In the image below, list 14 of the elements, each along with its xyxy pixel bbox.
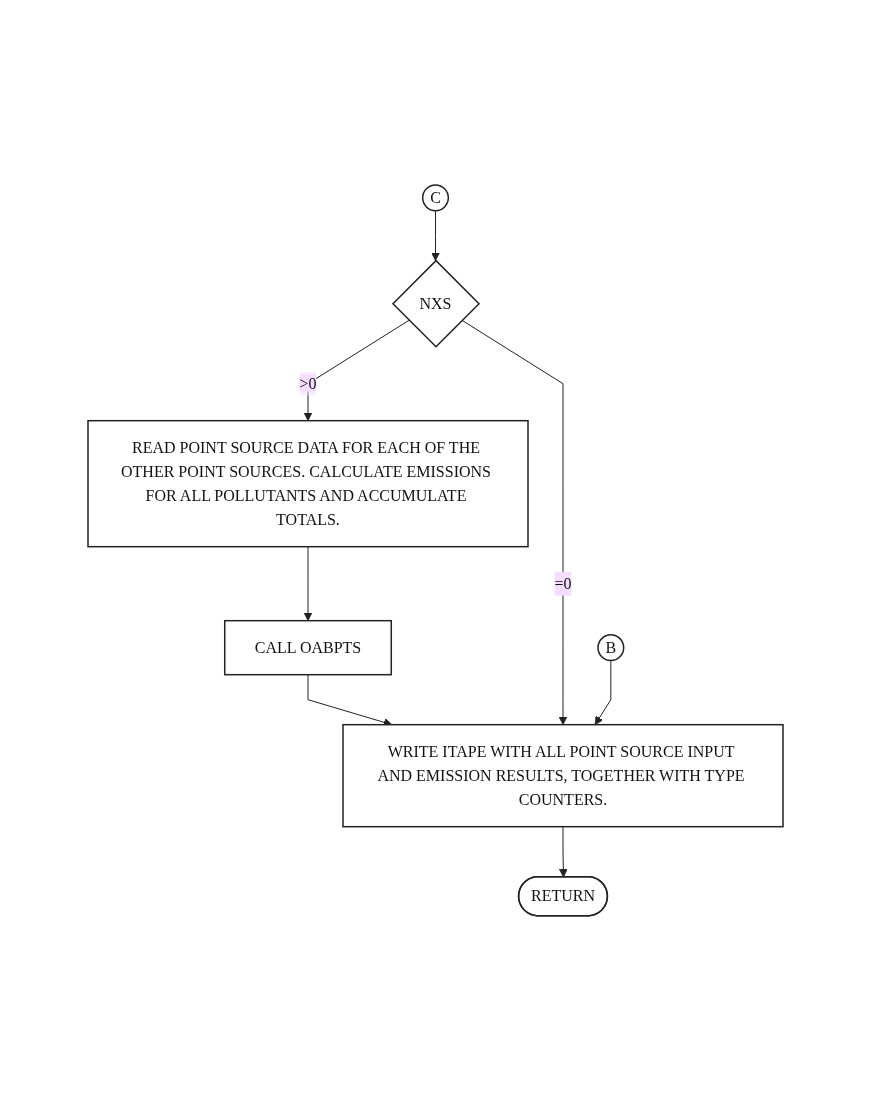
arrow (430, 210, 440, 262)
arrow (303, 546, 312, 622)
arrow (594, 660, 611, 726)
node-box: WRITE ITAPE WITH ALL POINT SOURCE INPUT AND EMISSION RESULTS, TOGETHER WITH TYPE COUNTERS. (341, 724, 784, 828)
edge-label: >0 (298, 374, 317, 392)
node-circle: B (596, 634, 624, 662)
arrow (460, 319, 567, 726)
node-diamond: NXS (391, 259, 480, 348)
arrow (558, 826, 568, 878)
arrow (303, 319, 410, 422)
node-box: READ POINT SOURCE DATA FOR EACH OF THE OTHER POINT SOURCES. CALCULATE EMISSIONS FOR ALL POLLUTANTS AND ACCUMULATE TOTALS. (86, 420, 529, 548)
edge-label: =0 (553, 574, 572, 592)
node-circle: C (421, 184, 449, 212)
node-box: CALL OABPTS (223, 620, 392, 676)
